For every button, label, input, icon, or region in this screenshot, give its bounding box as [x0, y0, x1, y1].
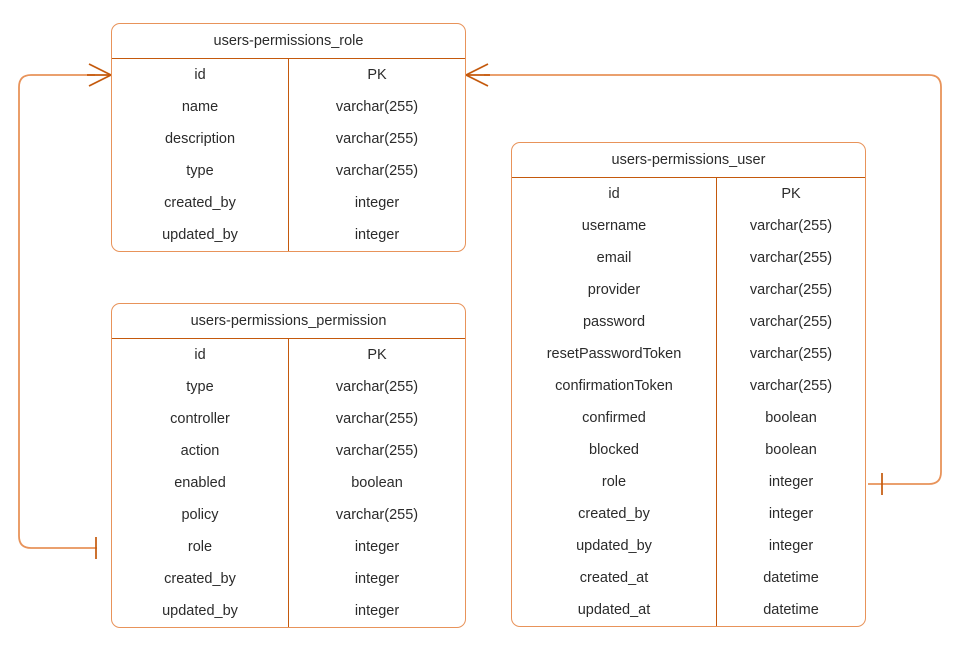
- field-name: created_at: [579, 570, 649, 586]
- field-name: role: [601, 474, 627, 490]
- crowsfoot-many-role-left: [87, 63, 112, 87]
- field-type: varchar(255): [335, 99, 419, 115]
- field-type: varchar(255): [335, 507, 419, 523]
- field-name: type: [186, 163, 214, 179]
- field-name: id: [608, 186, 620, 202]
- field-type: integer: [768, 474, 814, 490]
- field-name: provider: [587, 282, 641, 298]
- field-type: PK: [781, 186, 801, 202]
- field-type: boolean: [765, 442, 817, 458]
- field-name: blocked: [589, 442, 639, 458]
- entity-users-permissions-permission[interactable]: users-permissions_permission id type con…: [111, 303, 466, 628]
- field-type: varchar(255): [749, 218, 833, 234]
- field-name: email: [596, 250, 632, 266]
- field-name: password: [582, 314, 646, 330]
- crowsfoot-many-role-right: [465, 63, 490, 87]
- entity-field-types-user: PK varchar(255) varchar(255) varchar(255…: [717, 178, 865, 626]
- field-type: integer: [354, 603, 400, 619]
- field-name: created_by: [164, 195, 236, 211]
- field-type: PK: [367, 347, 387, 363]
- field-type: integer: [354, 227, 400, 243]
- field-name: role: [187, 539, 213, 555]
- field-type: varchar(255): [335, 443, 419, 459]
- field-type: varchar(255): [749, 314, 833, 330]
- field-type: integer: [354, 571, 400, 587]
- field-type: varchar(255): [335, 131, 419, 147]
- entity-body-user: id username email provider password rese…: [512, 178, 865, 626]
- field-name: id: [194, 347, 206, 363]
- field-name: updated_by: [162, 227, 238, 243]
- entity-title-permission: users-permissions_permission: [112, 304, 465, 339]
- entity-field-names-user: id username email provider password rese…: [512, 178, 717, 626]
- field-type: varchar(255): [335, 411, 419, 427]
- field-type: varchar(255): [749, 346, 833, 362]
- field-name: created_by: [164, 571, 236, 587]
- field-name: updated_at: [577, 602, 651, 618]
- field-name: resetPasswordToken: [546, 346, 682, 362]
- field-type: varchar(255): [749, 378, 833, 394]
- field-name: enabled: [174, 475, 226, 491]
- entity-title-user: users-permissions_user: [512, 143, 865, 178]
- entity-body-role: id name description type created_by upda…: [112, 59, 465, 251]
- field-type: datetime: [763, 570, 819, 586]
- field-name: type: [186, 379, 214, 395]
- entity-body-permission: id type controller action enabled policy…: [112, 339, 465, 627]
- field-type: varchar(255): [335, 163, 419, 179]
- field-name: updated_by: [576, 538, 652, 554]
- entity-users-permissions-user[interactable]: users-permissions_user id username email…: [511, 142, 866, 627]
- field-name: action: [180, 443, 220, 459]
- field-type: boolean: [765, 410, 817, 426]
- relationship-line-permission-role: [18, 74, 97, 549]
- field-name: id: [194, 67, 206, 83]
- field-name: updated_by: [162, 603, 238, 619]
- field-type: varchar(255): [335, 379, 419, 395]
- field-type: integer: [768, 506, 814, 522]
- field-name: confirmed: [582, 410, 646, 426]
- field-type: varchar(255): [749, 282, 833, 298]
- entity-field-types-role: PK varchar(255) varchar(255) varchar(255…: [289, 59, 465, 251]
- field-name: created_by: [578, 506, 650, 522]
- field-name: policy: [181, 507, 219, 523]
- field-name: username: [581, 218, 647, 234]
- field-name: name: [181, 99, 219, 115]
- entity-field-types-permission: PK varchar(255) varchar(255) varchar(255…: [289, 339, 465, 627]
- field-name: confirmationToken: [555, 378, 673, 394]
- entity-field-names-permission: id type controller action enabled policy…: [112, 339, 289, 627]
- entity-users-permissions-role[interactable]: users-permissions_role id name descripti…: [111, 23, 466, 252]
- relationship-permission-role: [18, 63, 112, 559]
- field-type: boolean: [351, 475, 403, 491]
- field-name: controller: [170, 411, 230, 427]
- field-name: description: [164, 131, 236, 147]
- field-type: datetime: [763, 602, 819, 618]
- field-type: varchar(255): [749, 250, 833, 266]
- entity-title-role: users-permissions_role: [112, 24, 465, 59]
- field-type: integer: [768, 538, 814, 554]
- field-type: integer: [354, 539, 400, 555]
- field-type: PK: [367, 67, 387, 83]
- entity-field-names-role: id name description type created_by upda…: [112, 59, 289, 251]
- field-type: integer: [354, 195, 400, 211]
